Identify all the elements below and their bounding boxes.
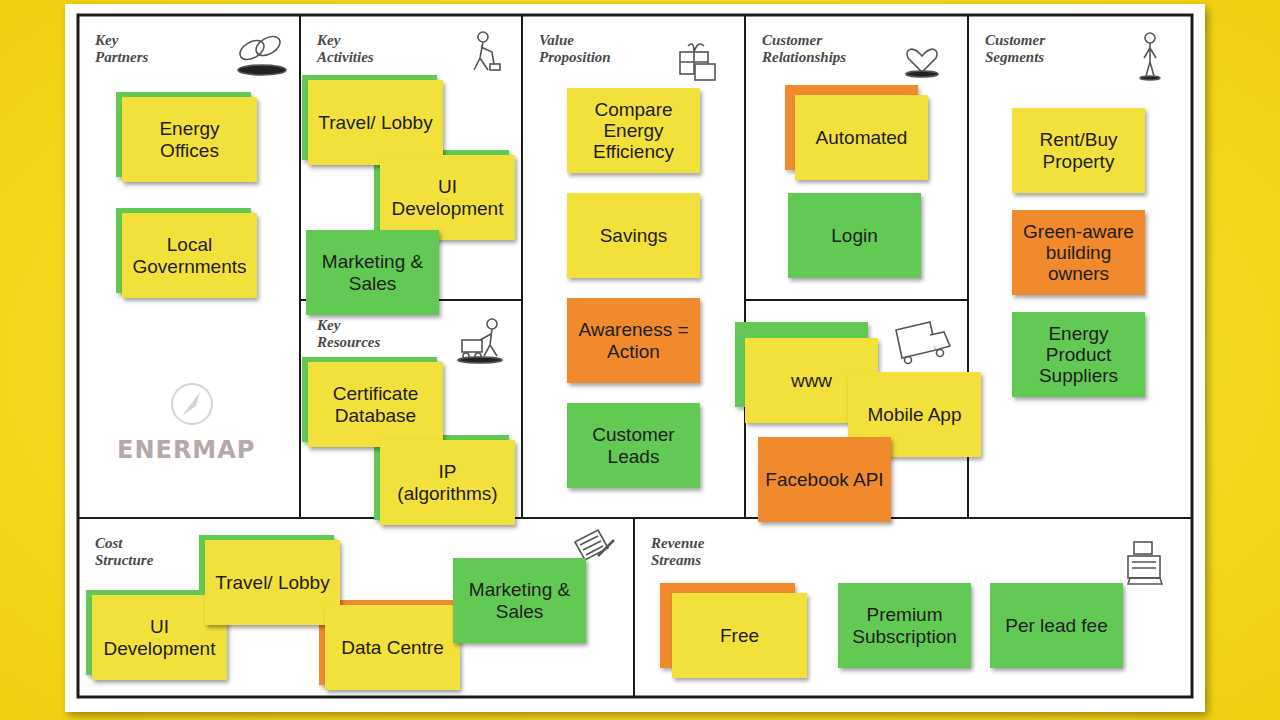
sticky-note: Data Centre	[325, 605, 460, 690]
block-heading: Key Partners	[95, 32, 148, 67]
note-text: Savings	[600, 225, 668, 246]
note-text: Local Governments	[128, 234, 251, 277]
register-icon	[1128, 542, 1162, 584]
note-text: Marketing & Sales	[312, 251, 433, 294]
truck-icon	[896, 322, 950, 364]
sticky-note: Per lead fee	[990, 583, 1123, 668]
block-heading: Value Proposition	[539, 32, 611, 67]
sticky-note: Green-aware building owners	[1012, 210, 1145, 295]
sticky-note: Travel/ Lobby	[205, 540, 340, 625]
note-text: Free	[720, 625, 759, 646]
note-text: Facebook API	[765, 469, 883, 490]
note-text: Marketing & Sales	[459, 579, 580, 622]
note-text: IP (algorithms)	[386, 461, 509, 504]
gift-icon	[680, 44, 715, 80]
block-heading: Customer Segments	[985, 32, 1045, 67]
logo-mark	[172, 384, 212, 424]
note-text: UI Development	[386, 176, 509, 219]
note-text: Awareness = Action	[573, 319, 694, 362]
cart-icon	[458, 319, 502, 363]
block-heading: Revenue Streams	[651, 535, 704, 570]
sticky-note: Compare Energy Efficiency	[567, 88, 700, 173]
note-text: Rent/Buy Property	[1018, 129, 1139, 172]
note-text: Automated	[816, 127, 908, 148]
note-text: Data Centre	[341, 637, 443, 658]
block-heading: Customer Relationships	[762, 32, 846, 67]
note-text: Energy Offices	[128, 118, 251, 161]
note-text: Travel/ Lobby	[215, 572, 329, 593]
sticky-note: Savings	[567, 193, 700, 278]
sticky-note: UI Development	[380, 155, 515, 240]
canvas-block: Key ResourcesCertificate Database IP (alg…	[300, 300, 522, 518]
canvas-block: Key ActivitiesTravel/ Lobby UI Developmen…	[300, 15, 522, 300]
block-heading: Cost Structure	[95, 535, 153, 570]
person-icon	[1140, 33, 1160, 80]
note-text: UI Development	[98, 616, 221, 659]
sticky-note: Facebook API	[758, 437, 891, 522]
note-text: Energy Product Suppliers	[1018, 323, 1139, 387]
heart-icon	[907, 49, 937, 72]
sticky-note: Marketing & Sales	[453, 558, 586, 643]
note-text: Certificate Database	[314, 383, 437, 426]
sticky-note: Rent/Buy Property	[1012, 108, 1145, 193]
sticky-note: Travel/ Lobby	[308, 80, 443, 165]
grid-lines	[78, 15, 1192, 697]
icons	[172, 32, 1162, 584]
sticky-note: Free	[672, 593, 807, 678]
sticky-note: Marketing & Sales	[306, 230, 439, 315]
chain-icon	[237, 33, 286, 75]
canvas-block: Customer RelationshipsAutomatedLogin	[745, 15, 968, 300]
sticky-note: Premium Subscription	[838, 583, 971, 668]
note-text: Login	[831, 225, 878, 246]
canvas-block: Revenue StreamsFree Premium Subscription P…	[634, 518, 1192, 697]
block-heading: Key Activities	[317, 32, 374, 67]
sticky-note: Customer Leads	[567, 403, 700, 488]
note-text: Premium Subscription	[844, 604, 965, 647]
note-text: Per lead fee	[1005, 615, 1107, 636]
block-heading: Key Resources	[317, 317, 380, 352]
heart-shadow	[906, 71, 938, 77]
sticky-note: Energy Offices	[122, 97, 257, 182]
canvas-block: Value PropositionCompare Energy Efficien…	[522, 15, 745, 518]
note-text: Travel/ Lobby	[318, 112, 432, 133]
sticky-note: IP (algorithms)	[380, 440, 515, 525]
note-text: Compare Energy Efficiency	[573, 99, 694, 163]
sticky-note: Energy Product Suppliers	[1012, 312, 1145, 397]
worker-icon	[474, 32, 500, 70]
note-text: Customer Leads	[573, 424, 694, 467]
note-text: Green-aware building owners	[1018, 221, 1139, 285]
logo-watermark: ENERMAP	[117, 436, 255, 464]
paper-icon	[575, 530, 614, 560]
canvas-block: Customer SegmentsRent/Buy PropertyGreen-…	[968, 15, 1192, 518]
sticky-note: Login	[788, 193, 921, 278]
sticky-note: Awareness = Action	[567, 298, 700, 383]
note-text: Mobile App	[867, 404, 961, 425]
sticky-note: Automated	[795, 95, 928, 180]
canvas-block: Cost Structure UI Development Travel/ Lobb…	[78, 518, 634, 697]
note-text: www	[791, 370, 832, 391]
grid-border	[78, 15, 1192, 697]
sticky-note: Certificate Database	[308, 362, 443, 447]
sticky-note: Local Governments	[122, 213, 257, 298]
